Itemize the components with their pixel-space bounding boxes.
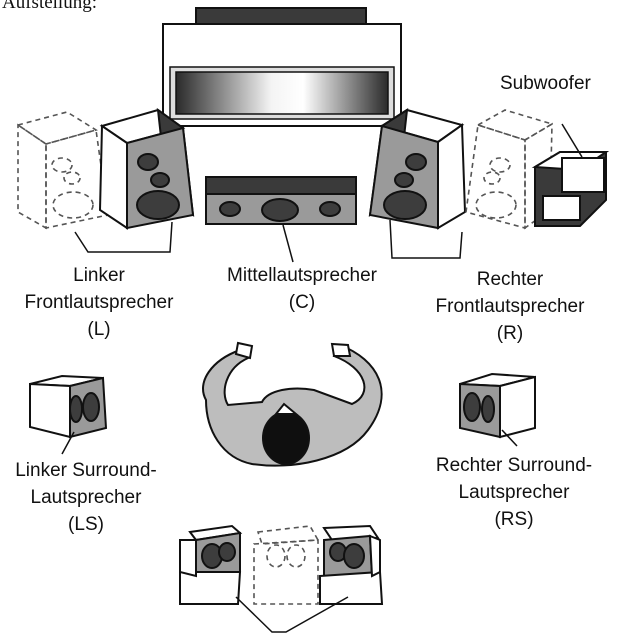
rear-left-speaker <box>179 524 243 605</box>
subwoofer-icon <box>531 151 610 227</box>
listener-icon <box>202 341 383 467</box>
center-speaker <box>205 176 357 225</box>
label-surround-right: Rechter Surround- Lautsprecher (RS) <box>416 452 612 533</box>
tv-icon <box>162 7 402 127</box>
label-surround-left: Linker Surround- Lautsprecher (LS) <box>0 457 178 538</box>
label-surround-left-line1: Linker Surround- <box>15 460 157 481</box>
label-surround-left-line3: (LS) <box>68 514 104 535</box>
label-surround-left-line2: Lautsprecher <box>30 487 142 508</box>
label-front-right-line2: Frontlautsprecher <box>435 296 585 317</box>
label-surround-right-line2: Lautsprecher <box>458 482 570 503</box>
label-surround-right-line1: Rechter Surround- <box>435 455 593 476</box>
alt-left-speaker-outline <box>16 111 109 230</box>
label-surround-right-line3: (RS) <box>494 509 534 530</box>
label-subwoofer-text: Subwoofer <box>500 73 591 94</box>
leader-lines <box>61 123 583 633</box>
label-center: Mittellautsprecher (C) <box>204 262 400 316</box>
label-subwoofer: Subwoofer <box>500 70 591 97</box>
label-front-left-line1: Linker <box>73 265 125 286</box>
label-center-line1: Mittellautsprecher <box>227 265 377 286</box>
surround-left-speaker <box>29 374 108 439</box>
label-front-right-line3: (R) <box>496 323 524 344</box>
label-front-left-line3: (L) <box>87 319 111 340</box>
rear-right-speaker <box>319 524 384 605</box>
label-front-left-line2: Frontlautsprecher <box>24 292 174 313</box>
label-center-line2: (C) <box>288 292 316 313</box>
front-left-speaker <box>98 107 195 230</box>
label-front-right: Rechter Frontlautsprecher (R) <box>406 266 614 347</box>
label-front-left: Linker Frontlautsprecher (L) <box>0 262 198 343</box>
rear-center-speaker-outline <box>253 525 320 605</box>
label-front-right-line1: Rechter <box>476 269 544 290</box>
surround-right-speaker <box>459 372 536 439</box>
heading: Aufstellung: <box>2 0 97 13</box>
front-right-speaker <box>368 108 467 230</box>
